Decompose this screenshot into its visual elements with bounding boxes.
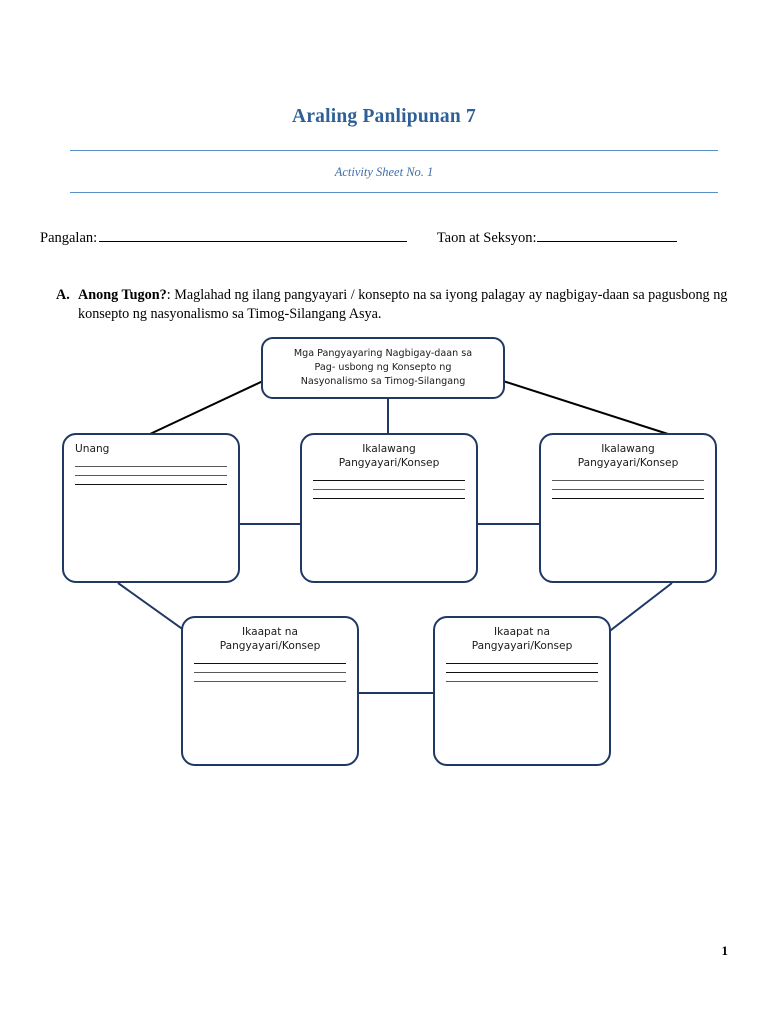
answer-line[interactable] bbox=[313, 479, 465, 481]
section-input[interactable] bbox=[537, 228, 678, 242]
node-4-title-line-1: Ikaapat na bbox=[242, 626, 298, 638]
section-label: Taon at Seksyon: bbox=[436, 230, 537, 246]
answer-line[interactable] bbox=[194, 680, 346, 682]
page-title: Araling Panlipunan 7 bbox=[292, 106, 476, 127]
answer-line[interactable] bbox=[446, 680, 598, 682]
section-field-group: Taon at Seksyon: bbox=[437, 228, 678, 247]
node-3-answer-lines bbox=[552, 479, 704, 499]
node-2-title: Ikalawang Pangyayari/Konsep bbox=[313, 443, 465, 471]
answer-line[interactable] bbox=[446, 671, 598, 673]
root-node-line-3: Nasyonalismo sa Timog-Silangang bbox=[300, 375, 466, 387]
connector-root-to-node-3 bbox=[502, 380, 669, 435]
name-field-group: Pangalan: bbox=[40, 228, 408, 247]
node-2-answer-lines bbox=[313, 479, 465, 499]
answer-line[interactable] bbox=[194, 662, 346, 664]
node-5-title-line-1: Ikaapat na bbox=[494, 626, 550, 638]
answer-line[interactable] bbox=[75, 475, 227, 476]
node-5-answer-lines bbox=[446, 662, 598, 682]
answer-line[interactable] bbox=[552, 488, 704, 490]
root-node-line-2: Pag- usbong ng Konsepto ng bbox=[314, 362, 452, 374]
answer-line[interactable] bbox=[194, 671, 346, 673]
name-input[interactable] bbox=[99, 228, 408, 242]
concept-map-node-3[interactable]: Ikalawang Pangyayari/Konsep bbox=[539, 433, 717, 583]
concept-map-node-5[interactable]: Ikaapat na Pangyayari/Konsep bbox=[433, 616, 611, 766]
node-1-answer-lines bbox=[75, 466, 227, 485]
node-4-answer-lines bbox=[194, 662, 346, 682]
instruction-body: Anong Tugon?: Maglahad ng ilang pangyaya… bbox=[78, 286, 732, 324]
node-3-title: Ikalawang Pangyayari/Konsep bbox=[552, 443, 704, 471]
concept-map-node-2[interactable]: Ikalawang Pangyayari/Konsep bbox=[300, 433, 478, 583]
name-label: Pangalan: bbox=[40, 230, 98, 246]
answer-line[interactable] bbox=[552, 497, 704, 499]
answer-line[interactable] bbox=[75, 484, 227, 485]
connector-root-to-node-1 bbox=[149, 380, 264, 435]
node-3-title-line-2: Pangyayari/Konsep bbox=[577, 456, 679, 469]
header-rule-top bbox=[70, 150, 718, 151]
node-4-title-line-2: Pangyayari/Konsep bbox=[219, 639, 321, 652]
concept-map-root-node[interactable]: Mga Pangyayaring Nagbigay-daan sa Pag- u… bbox=[261, 337, 505, 399]
root-node-line-1: Mga Pangyayaring Nagbigay-daan sa bbox=[293, 348, 473, 360]
root-node-text: Mga Pangyayaring Nagbigay-daan sa Pag- u… bbox=[294, 347, 472, 389]
node-5-title: Ikaapat na Pangyayari/Konsep bbox=[446, 626, 598, 654]
node-3-title-line-1: Ikalawang bbox=[601, 443, 655, 455]
instruction-marker: A. bbox=[56, 287, 70, 303]
node-1-title-line-1: Unang bbox=[75, 443, 110, 455]
node-2-title-line-1: Ikalawang bbox=[362, 443, 416, 455]
answer-line[interactable] bbox=[446, 662, 598, 664]
instruction-block: A. Anong Tugon?: Maglahad ng ilang pangy… bbox=[56, 286, 732, 324]
node-4-title: Ikaapat na Pangyayari/Konsep bbox=[194, 626, 346, 654]
answer-line[interactable] bbox=[313, 488, 465, 490]
answer-line[interactable] bbox=[75, 466, 227, 467]
node-1-title: Unang bbox=[75, 443, 227, 457]
answer-line[interactable] bbox=[313, 497, 465, 499]
instruction-text: : Maglahad ng ilang pangyayari / konsept… bbox=[78, 287, 728, 323]
header-rule-bottom bbox=[70, 192, 718, 193]
page-number: 1 bbox=[721, 943, 729, 958]
concept-map-node-1[interactable]: Unang bbox=[62, 433, 240, 583]
node-5-title-line-2: Pangyayari/Konsep bbox=[471, 639, 573, 652]
node-2-title-line-2: Pangyayari/Konsep bbox=[338, 456, 440, 469]
activity-sheet-subtitle: Activity Sheet No. 1 bbox=[334, 165, 434, 179]
instruction-lead: Anong Tugon? bbox=[78, 287, 167, 303]
concept-map-node-4[interactable]: Ikaapat na Pangyayari/Konsep bbox=[181, 616, 359, 766]
student-info-row: Pangalan: Taon at Seksyon: bbox=[40, 228, 730, 247]
answer-line[interactable] bbox=[552, 479, 704, 481]
